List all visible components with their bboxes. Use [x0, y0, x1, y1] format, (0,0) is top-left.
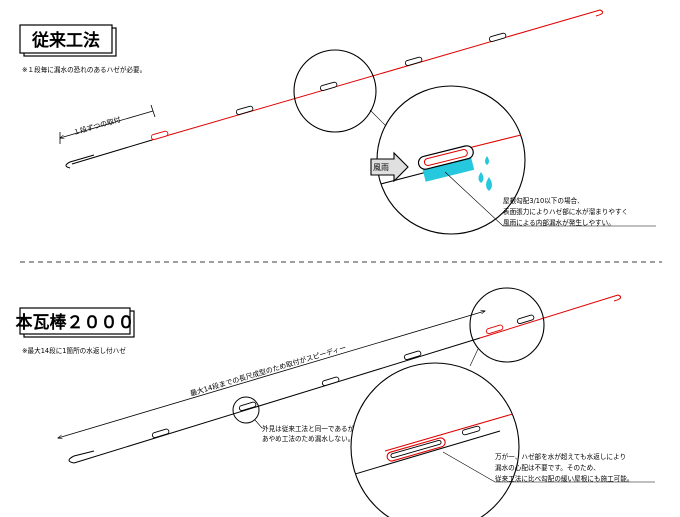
- wind-label: 風雨: [373, 163, 389, 172]
- step-dimension: １段ずつの取付: [60, 104, 156, 144]
- desc2-line-3: 従来工法に比べ勾配の緩い屋根にも施工可能。: [495, 474, 633, 483]
- appear-line-1: 外見は従来工法と同一であるが: [262, 424, 355, 433]
- desc2-line-1: 万が一、ハゼ部を水が超えても水返しにより: [495, 452, 626, 461]
- wind-arrow-icon: 風雨: [370, 151, 409, 183]
- span-label: 最大14段までの長尺成型のため取付がスピーディー: [189, 343, 347, 398]
- desc-line-2: 表面張力によりハゼ部に水が溜まりやすく: [503, 207, 628, 216]
- roof-line-conventional: [65, 9, 604, 169]
- hongawara-title: 本瓦棒２０００: [16, 312, 135, 333]
- section-conventional: 従来工法 ※１段毎に漏水の恐れのあるハゼが必要。 １段ずつの取付: [19, 9, 656, 235]
- water-drops-icon: [478, 156, 492, 191]
- step-label: １段ずつの取付: [72, 115, 122, 137]
- section-hongawara: 本瓦棒２０００ ※最大14段に1箇所の水返し付ハゼ 最大14段までの長尺成型のた…: [16, 287, 655, 517]
- detail-circle-hongawara: 万が一、ハゼ部を水が超えても水返しにより 漏水の心配は不要です。そのため、 従来…: [350, 362, 655, 517]
- appearance-note: 外見は従来工法と同一であるが あやめ工法のため漏水しない。: [262, 424, 355, 443]
- conventional-description: 屋根勾配3/10以下の場合、 表面張力によりハゼ部に水が溜まりやすく 風雨による…: [503, 196, 628, 227]
- magnifier-left: [232, 396, 260, 424]
- magnifier-right: [469, 287, 545, 363]
- magnifier-small: [293, 49, 377, 133]
- desc-line-3: 風雨による内部漏水が発生しやすい。: [503, 218, 615, 227]
- conventional-title: 従来工法: [31, 30, 100, 51]
- desc-line-1: 屋根勾配3/10以下の場合、: [503, 196, 584, 205]
- conventional-note: ※１段毎に漏水の恐れのあるハゼが必要。: [22, 65, 146, 74]
- desc2-line-2: 漏水の心配は不要です。そのため、: [495, 463, 600, 472]
- hongawara-description: 万が一、ハゼ部を水が超えても水返しにより 漏水の心配は不要です。そのため、 従来…: [495, 452, 633, 483]
- hongawara-note: ※最大14段に1箇所の水返し付ハゼ: [22, 346, 126, 355]
- seam-slots: [150, 32, 507, 140]
- detail-circle-conventional: 風雨 屋根勾配3/10以下の場合、 表面張力によりハゼ部に水が溜まりやすく 風雨…: [370, 85, 656, 235]
- title-box-conventional: 従来工法: [19, 24, 117, 57]
- appear-line-2: あやめ工法のため漏水しない。: [262, 434, 354, 443]
- title-box-hongawara: 本瓦棒２０００: [16, 307, 135, 338]
